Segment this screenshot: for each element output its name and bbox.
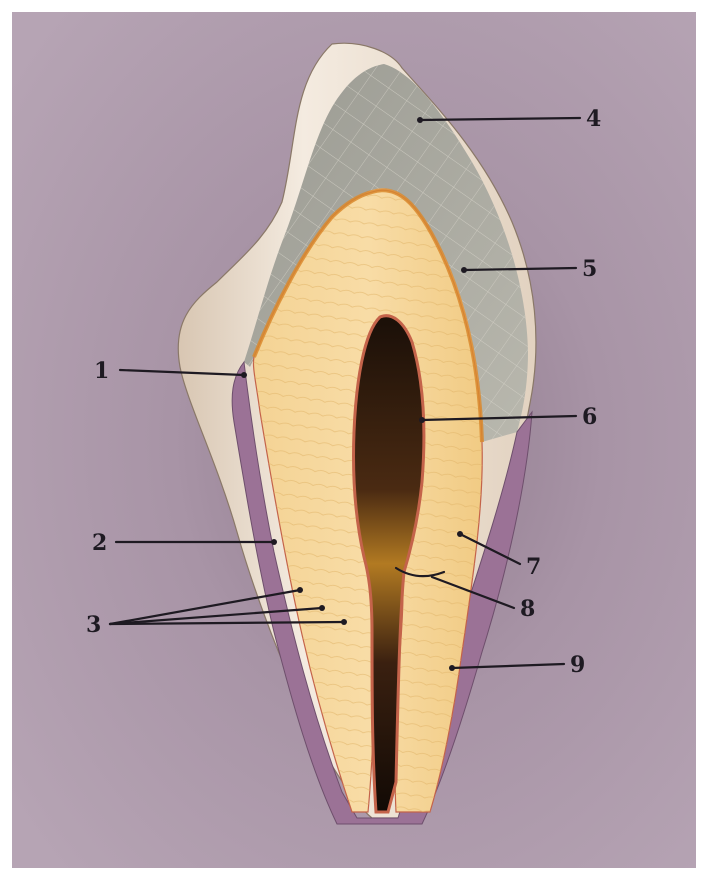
leader-4-tip (417, 117, 423, 123)
tooth-diagram: 1 2 3 4 5 6 7 8 9 (12, 12, 696, 868)
label-5: 5 (582, 256, 597, 282)
label-7: 7 (526, 554, 541, 580)
leader-6-tip (419, 417, 425, 423)
leader-9-tip (449, 665, 455, 671)
leader-2-tip (271, 539, 277, 545)
label-1: 1 (94, 358, 109, 384)
leader-7-tip (457, 531, 463, 537)
label-3: 3 (86, 612, 101, 638)
leader-3c-tip (341, 619, 347, 625)
leader-1-tip (241, 372, 247, 378)
label-9: 9 (570, 652, 585, 678)
tooth-cross-section-figure: 1 2 3 4 5 6 7 8 9 (12, 12, 696, 868)
label-2: 2 (92, 530, 107, 556)
label-4: 4 (586, 106, 601, 132)
label-6: 6 (582, 404, 597, 430)
leader-3a-tip (297, 587, 303, 593)
label-8: 8 (520, 596, 535, 622)
leader-5-tip (461, 267, 467, 273)
leader-3b-tip (319, 605, 325, 611)
